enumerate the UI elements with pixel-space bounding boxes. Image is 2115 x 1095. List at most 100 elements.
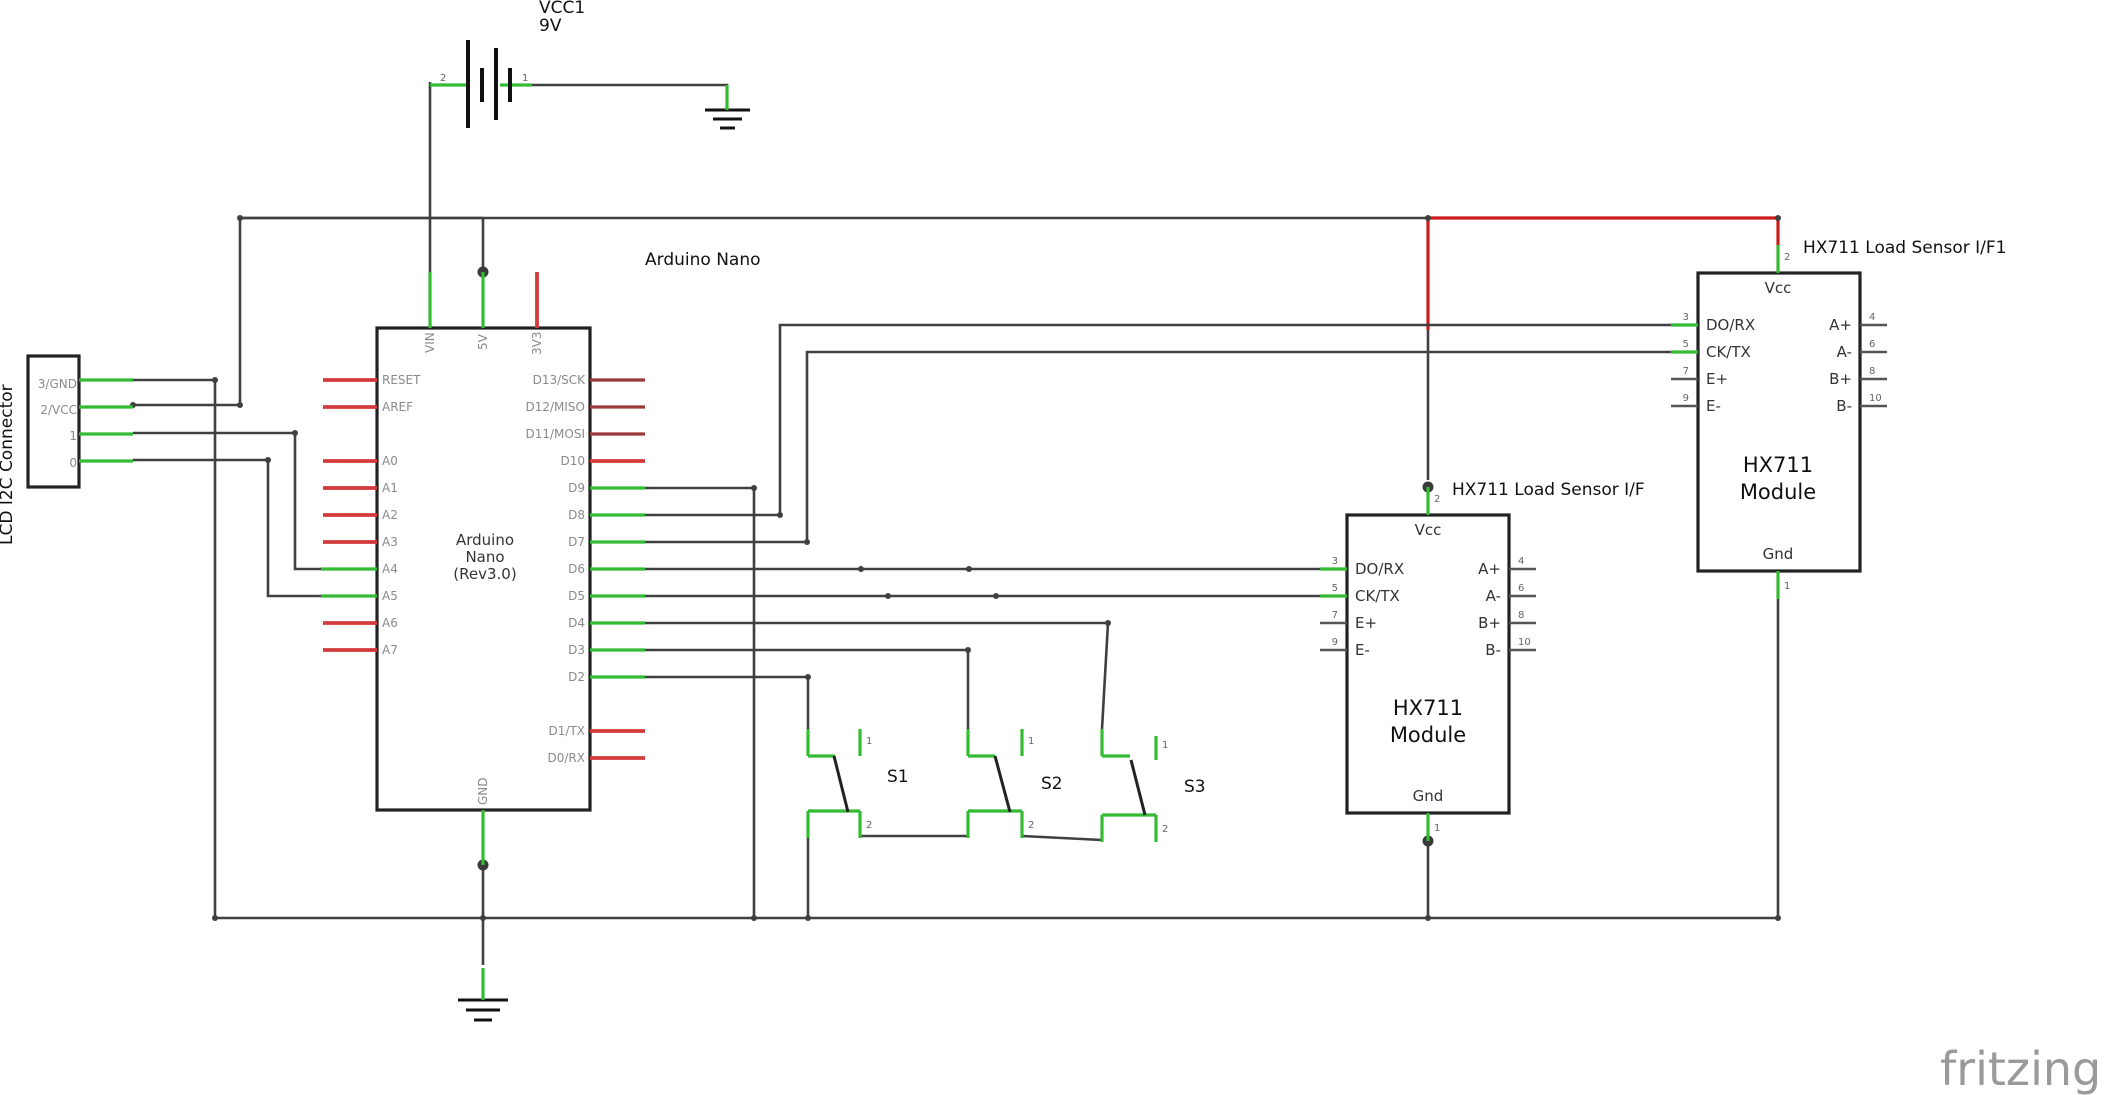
hx711-a-module-2: Module: [1390, 723, 1466, 747]
wire-switch-common: [860, 834, 1103, 842]
arduino-pin-label: RESET: [382, 373, 421, 387]
hx711-a-gnd-num: 1: [1434, 823, 1440, 834]
lcd-i2c-connector[interactable]: LCD I2C Connector 3/GND 2/VCC 1 0: [0, 354, 133, 545]
junction-small: [805, 674, 811, 680]
hx711-b-pin-num: 6: [1869, 339, 1875, 350]
arduino-pin-label: D8: [568, 508, 585, 522]
arduino-pin-label: D9: [568, 481, 585, 495]
hx711-a-pin-num: 9: [1332, 637, 1338, 648]
hx711-b-pin-label: E+: [1706, 370, 1728, 388]
hx711-b-pin-label: DO/RX: [1706, 316, 1755, 334]
junction-small: [212, 915, 218, 921]
junction-small: [805, 915, 811, 921]
arduino-left-pins: RESET AREF A0 A1 A2 A3 A4 A5 A6 A7: [321, 373, 421, 657]
hx711-b-gnd-num: 1: [1784, 581, 1790, 592]
hx711-b-pin-num: 3: [1683, 312, 1689, 323]
hx711-a-module-1: HX711: [1393, 696, 1463, 720]
hx711-b-pin-label: E-: [1706, 397, 1721, 415]
battery-pin-1-num: 1: [522, 73, 528, 84]
switch-s1-pin-bottom-num: 2: [866, 820, 872, 831]
junction-small: [212, 377, 218, 383]
hx711-a-title: HX711 Load Sensor I/F: [1452, 480, 1645, 500]
hx711-a-vcc-label: Vcc: [1415, 521, 1442, 539]
wire-d3: [645, 648, 970, 729]
arduino-pin-label: A7: [382, 643, 398, 657]
arduino-nano[interactable]: Arduino Nano VIN 5V 3V3 GND Arduino Nano…: [321, 250, 761, 865]
arduino-pin-label: D5: [568, 589, 585, 603]
lcd-body: [26, 354, 81, 489]
junction-small: [1775, 915, 1781, 921]
hx711-b-gnd-label: Gnd: [1763, 545, 1794, 563]
arduino-pin-label: AREF: [382, 400, 413, 414]
hx711-b-pin-label: A+: [1829, 316, 1852, 334]
arduino-pin-vin-label: VIN: [423, 332, 437, 353]
arduino-pin-label: D10: [560, 454, 585, 468]
hx711-a-pin-num: 3: [1332, 556, 1338, 567]
lcd-pin-label: 0: [69, 456, 77, 470]
hx711-a-pin-label: CK/TX: [1355, 587, 1400, 605]
switch-s1-lever: [832, 755, 850, 813]
arduino-pin-label: D4: [568, 616, 585, 630]
arduino-pin-label: A3: [382, 535, 398, 549]
switch-s2-pin-top-num: 1: [1028, 736, 1034, 747]
junction-small: [292, 430, 298, 436]
hx711-module-b[interactable]: HX711 Load Sensor I/F1 2 1 Vcc Gnd HX711…: [1671, 238, 2006, 599]
hx711-a-pin-num: 5: [1332, 583, 1338, 594]
hx711-a-gnd-label: Gnd: [1413, 787, 1444, 805]
junction-small: [751, 915, 757, 921]
arduino-pin-label: D1/TX: [549, 724, 585, 738]
switch-s1-label: S1: [887, 767, 909, 787]
arduino-pin-label: D11/MOSI: [525, 427, 585, 441]
hx711-b-pin-label: B-: [1836, 397, 1852, 415]
wire-d9: [645, 486, 756, 918]
arduino-pin-gnd-label: GND: [476, 777, 490, 805]
switch-s2-pin-bottom-num: 2: [1028, 820, 1034, 831]
arduino-pin-label: D0/RX: [548, 751, 585, 765]
wire-battery-ground: [532, 83, 729, 108]
hx711-a-pin-label: E+: [1355, 614, 1377, 632]
switch-s1[interactable]: 1 2 S1: [806, 729, 909, 838]
fritzing-watermark: fritzing: [1940, 1042, 2101, 1095]
hx711-b-title: HX711 Load Sensor I/F1: [1803, 238, 2006, 258]
arduino-pin-5v-label: 5V: [476, 333, 490, 350]
arduino-right-pins: D13/SCK D12/MISO D11/MOSI D10 D9 D8 D7 D…: [525, 373, 645, 765]
hx711-b-pin-num: 7: [1683, 366, 1689, 377]
arduino-pin-label: D3: [568, 643, 585, 657]
battery-value: 9V: [539, 16, 562, 36]
switch-s3[interactable]: 1 2 S3: [1100, 729, 1206, 842]
hx711-b-pin-num: 9: [1683, 393, 1689, 404]
hx711-b-module-1: HX711: [1743, 453, 1813, 477]
hx711-b-module-2: Module: [1740, 480, 1816, 504]
battery[interactable]: 2 1 VCC1 9V: [430, 0, 585, 128]
junction-small: [885, 593, 891, 599]
switch-s2[interactable]: 1 2 S2: [966, 729, 1063, 838]
arduino-body-label-3: (Rev3.0): [453, 565, 516, 583]
hx711-module-a[interactable]: HX711 Load Sensor I/F 2 1 Vcc Gnd HX711 …: [1320, 480, 1645, 841]
hx711-a-pin-label: B-: [1485, 641, 1501, 659]
hx711-a-pin-label: A-: [1486, 587, 1501, 605]
hx711-a-pin-num: 8: [1518, 610, 1524, 621]
arduino-pin-3v3-label: 3V3: [530, 332, 544, 355]
arduino-pin-label: A6: [382, 616, 398, 630]
junction-small: [966, 566, 972, 572]
hx711-b-pin-num: 4: [1869, 312, 1875, 323]
switch-s2-lever: [993, 755, 1012, 813]
arduino-pin-label: D7: [568, 535, 585, 549]
wire-d7: [645, 350, 1685, 544]
hx711-b-pin-num: 5: [1683, 339, 1689, 350]
switch-s3-pin-top-num: 1: [1162, 740, 1168, 751]
arduino-pin-label: A2: [382, 508, 398, 522]
junction-small: [237, 215, 243, 221]
junction-small: [480, 915, 486, 921]
hx711-b-vcc-label: Vcc: [1765, 279, 1792, 297]
hx711-a-pin-num: 10: [1518, 637, 1531, 648]
junction-small: [237, 402, 243, 408]
hx711-a-vcc-num: 2: [1434, 494, 1440, 505]
junction-small: [858, 566, 864, 572]
junctions: [130, 215, 1781, 921]
junction-small: [1425, 215, 1431, 221]
junction-small: [777, 512, 783, 518]
ground-icon: [458, 968, 508, 1022]
junction-small: [1105, 620, 1111, 626]
